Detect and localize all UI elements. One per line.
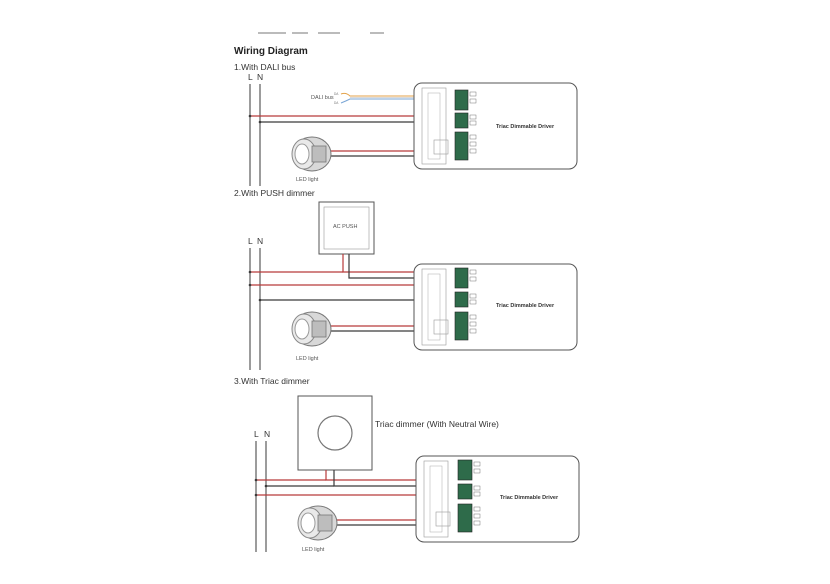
da1-label: DA <box>334 92 339 96</box>
led-terminal <box>457 503 473 533</box>
line-n-label: N <box>257 236 263 246</box>
section-triac: 3.With Triac dimmer L N Triac dimmer (Wi… <box>234 376 580 553</box>
triac-dimmer-label: Triac dimmer (With Neutral Wire) <box>375 419 499 429</box>
driver-unit <box>413 82 578 170</box>
da2-label: DA <box>334 101 339 105</box>
driver-label: Triac Dimmable Driver <box>500 495 559 501</box>
line-l-label: L <box>248 72 253 82</box>
push-switch-icon <box>318 201 375 255</box>
ac-terminal <box>454 291 469 308</box>
line-n-label: N <box>264 429 270 439</box>
section-3-heading: 3.With Triac dimmer <box>234 376 310 386</box>
ac-terminal <box>457 483 473 500</box>
line-n-label: N <box>257 72 263 82</box>
dali-wire-2 <box>340 98 455 104</box>
triac-dimmer-icon <box>297 395 373 471</box>
led-light-label: LED light <box>296 356 319 362</box>
led-terminal <box>454 311 469 341</box>
section-2-heading: 2.With PUSH dimmer <box>234 188 315 198</box>
section-1-heading: 1.With DALI bus <box>234 62 295 72</box>
cropped-header-remnant <box>258 32 384 34</box>
dali-bus-label: DALI bus <box>311 95 334 101</box>
section-push: 2.With PUSH dimmer L N AC PUSH LED li <box>234 188 578 370</box>
section-dali: 1.With DALI bus L N DALI bus DA DA LED l… <box>234 62 578 186</box>
dim-terminal <box>457 459 473 481</box>
driver-unit <box>413 263 578 351</box>
driver-label: Triac Dimmable Driver <box>496 303 555 309</box>
driver-unit <box>415 455 580 543</box>
dali-terminal <box>454 89 469 111</box>
led-light-icon <box>291 311 332 347</box>
led-light-label: LED light <box>296 177 319 183</box>
driver-label: Triac Dimmable Driver <box>496 124 555 130</box>
led-light-label: LED light <box>302 547 325 553</box>
led-light-icon <box>297 505 338 541</box>
line-l-label: L <box>248 236 253 246</box>
push-terminal <box>454 267 469 289</box>
ac-terminal <box>454 112 469 129</box>
led-light-icon <box>291 136 332 172</box>
dali-wire-1 <box>340 92 455 97</box>
diagram-title: Wiring Diagram <box>234 46 308 57</box>
led-terminal <box>454 131 469 161</box>
push-switch-label: AC PUSH <box>333 224 357 230</box>
line-l-label: L <box>254 429 259 439</box>
